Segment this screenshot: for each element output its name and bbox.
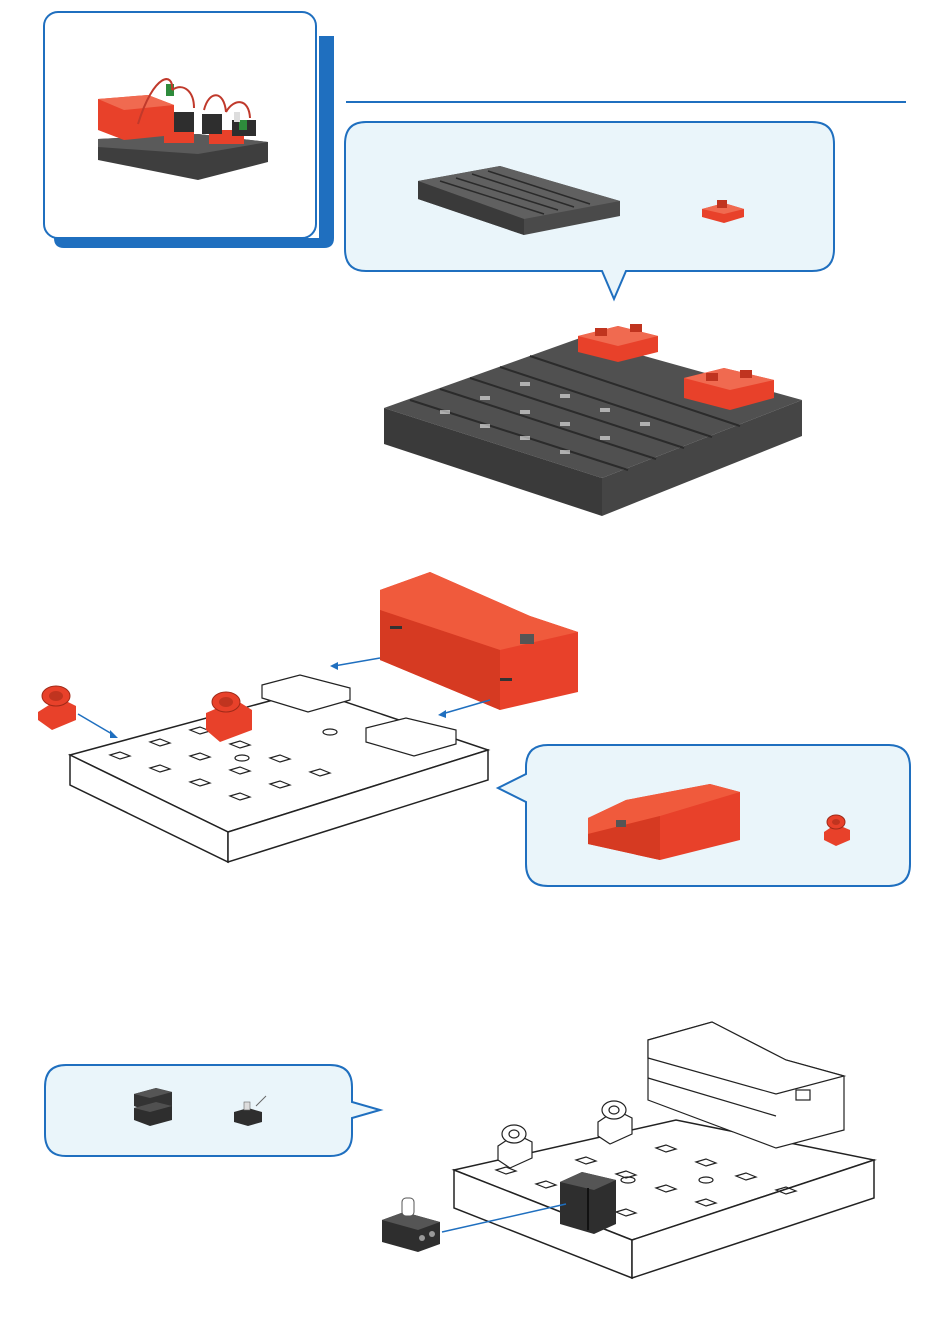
step-1-assembly — [380, 318, 810, 520]
header-rule — [346, 101, 906, 103]
red-battery-box — [380, 572, 578, 710]
step-3-assembly — [376, 1020, 876, 1286]
led-lamp-holder-part — [44, 1064, 384, 1160]
red-bearing-block-part — [496, 744, 914, 890]
red-bearing-loose — [38, 686, 76, 730]
step-1-parts-bubble — [344, 121, 836, 301]
step-3-parts-bubble — [44, 1064, 384, 1160]
led-lamp-holder-loose — [382, 1198, 440, 1252]
step-2-parts-bubble — [496, 744, 914, 890]
finished-model-thumbnail — [44, 12, 334, 252]
overview-card — [44, 12, 334, 252]
red-building-block-part — [344, 121, 836, 301]
black-blocks — [560, 1172, 616, 1234]
